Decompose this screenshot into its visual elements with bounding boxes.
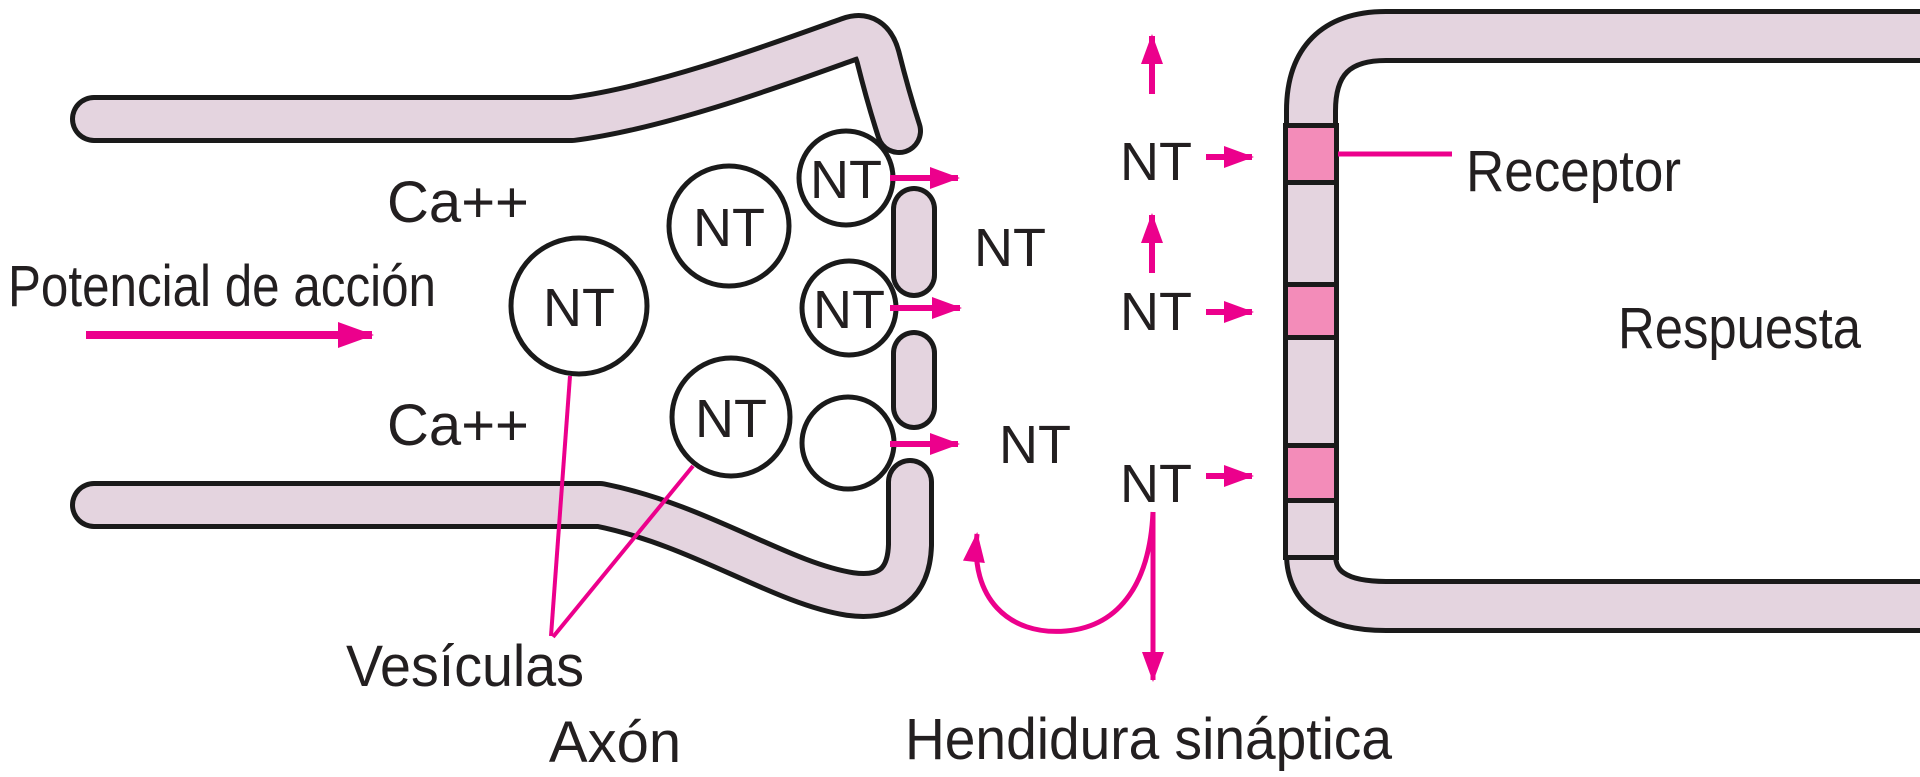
synaptic-cleft-label: Hendidura sináptica [905,707,1393,772]
nt-label-vesicle-fused-top: NT [810,150,882,210]
nt-label-at-receptor-2: NT [1120,282,1192,342]
nt-label-released: NT [999,415,1071,475]
calcium-top-label: Ca++ [387,170,529,235]
vesicle-upper-middle [666,163,792,289]
nt-label-cleft-free: NT [974,218,1046,278]
response-label: Respuesta [1618,296,1862,361]
nt-label-at-receptor-3: NT [1120,454,1192,514]
axon-label: Axón [549,710,681,775]
nt-label-at-receptor-1: NT [1120,132,1192,192]
nt-label-vesicle-upper-middle: NT [693,198,765,258]
calcium-bottom-label: Ca++ [387,393,529,458]
postsynaptic-membrane-bottom-fill [1289,552,1920,628]
axon-membrane-top-fill [75,18,918,150]
membrane-segment-3 [1283,498,1339,560]
membrane-segment-1 [1283,180,1339,287]
vesicle-pointer-line-2 [551,464,695,639]
vesicles-label: Vesículas [346,634,584,699]
vesicle-fused-empty [799,394,897,492]
postsynaptic-cell [1283,9,1920,633]
vesicle-lower-middle [669,355,793,479]
receptor-block-3 [1283,443,1339,503]
nt-reuptake-curved-arrow [962,511,1156,634]
axon-terminal-membrane [70,13,937,619]
vesicle-large [508,235,650,377]
receptor-block-1 [1283,123,1339,185]
receptor-label: Receptor [1466,139,1681,204]
axon-membrane-bottom-fill [75,463,929,614]
membrane-segment-2 [1283,335,1339,448]
vesicle-pointer-line-1 [549,375,572,637]
arrows-group [86,34,1452,682]
labels-group: Potencial de acción Ca++ Ca++ NT NT NT N… [8,132,1862,775]
postsynaptic-membrane-top-fill [1289,14,1920,128]
nt-label-vesicle-large: NT [543,278,615,338]
receptor-block-2 [1283,282,1339,340]
nt-label-vesicle-lower-middle: NT [695,389,767,449]
nt-label-vesicle-fused-middle: NT [813,280,885,340]
action-potential-label: Potencial de acción [8,254,436,319]
